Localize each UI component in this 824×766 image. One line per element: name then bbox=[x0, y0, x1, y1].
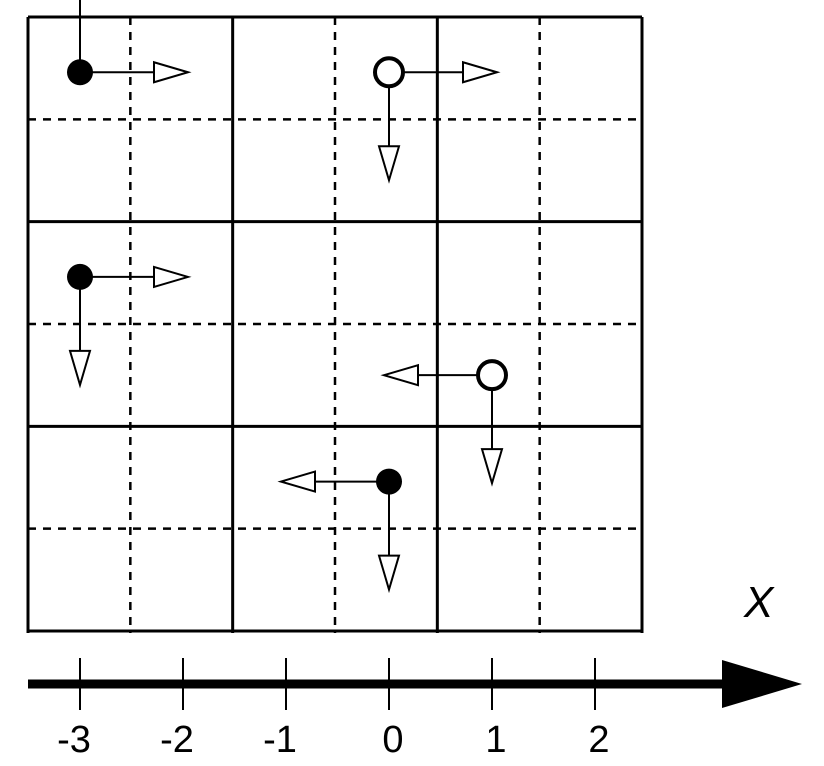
particle-layer bbox=[67, 0, 508, 594]
hollow-particle bbox=[373, 56, 501, 184]
filled-particle bbox=[67, 0, 192, 86]
filled-dot bbox=[376, 468, 402, 495]
x-axis-tick-label: 2 bbox=[588, 719, 609, 761]
arrow-head bbox=[68, 349, 92, 389]
arrow-down bbox=[68, 276, 92, 389]
arrow-head bbox=[480, 448, 504, 487]
arrow-head bbox=[462, 60, 501, 84]
x-axis-tick-label: -2 bbox=[160, 719, 194, 761]
x-axis-tick-label: -3 bbox=[57, 719, 91, 761]
x-axis-tick-label: -1 bbox=[263, 719, 297, 761]
x-axis-ticks: -3 -2 -1 0 1 2 bbox=[57, 658, 610, 761]
x-axis-arrowhead bbox=[722, 660, 802, 708]
filled-particle bbox=[277, 468, 402, 594]
arrow-head bbox=[380, 363, 419, 387]
x-axis: -3 -2 -1 0 1 2 X bbox=[28, 578, 802, 761]
arrow-right bbox=[389, 60, 501, 84]
arrow-down bbox=[377, 481, 401, 594]
hollow-particle bbox=[380, 359, 508, 487]
arrow-head bbox=[153, 265, 192, 289]
x-axis-tick-label: 1 bbox=[485, 719, 506, 761]
hollow-dot bbox=[373, 56, 405, 89]
solid-cell-grid bbox=[26, 15, 644, 633]
x-axis-label: X bbox=[743, 578, 775, 627]
arrow-head bbox=[377, 554, 401, 594]
x-axis-tick-label: 0 bbox=[382, 719, 403, 761]
filled-dot bbox=[67, 59, 93, 86]
arrow-right bbox=[80, 265, 192, 289]
filled-particle bbox=[67, 263, 192, 389]
arrow-down bbox=[377, 72, 401, 184]
dashed-subgrid bbox=[28, 17, 642, 633]
filled-dot bbox=[67, 263, 93, 290]
hollow-dot bbox=[476, 359, 508, 392]
arrow-down bbox=[480, 375, 504, 487]
arrow-head bbox=[277, 470, 316, 493]
arrow-right bbox=[80, 60, 192, 84]
arrow-head bbox=[377, 145, 401, 184]
arrow-head bbox=[153, 60, 192, 84]
